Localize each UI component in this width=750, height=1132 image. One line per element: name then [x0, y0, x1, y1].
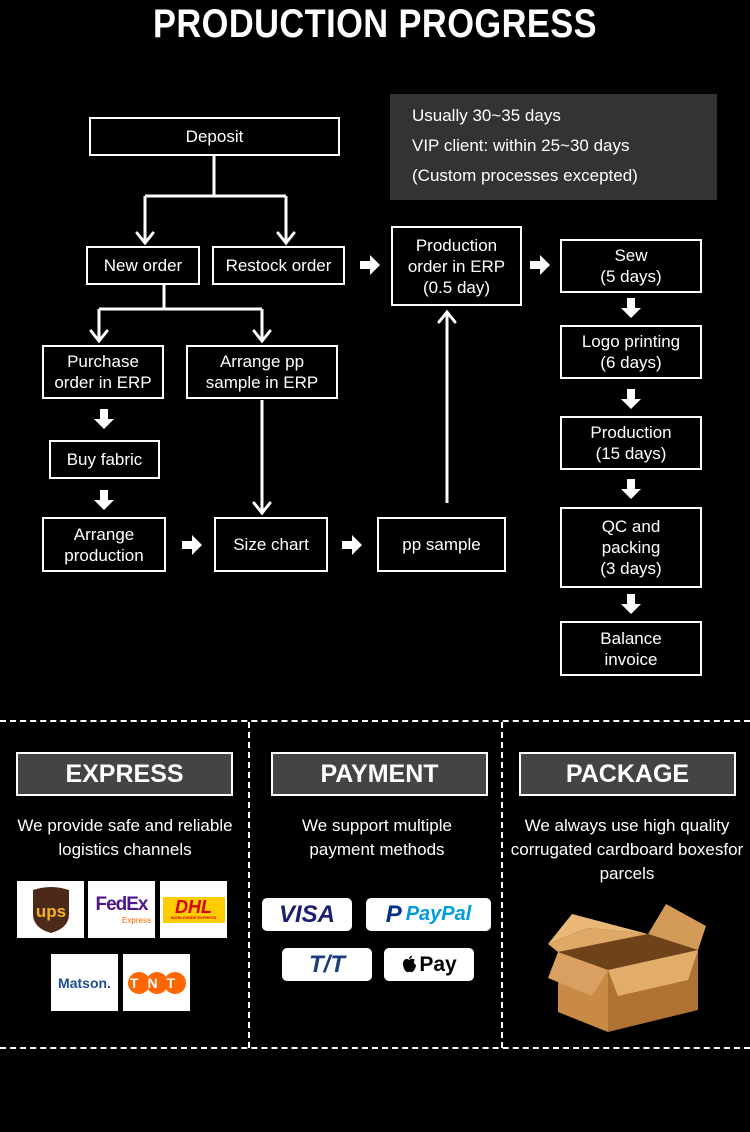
- production-step: Production (15 days): [560, 416, 702, 470]
- express-description: We provide safe and reliable logistics c…: [17, 816, 233, 859]
- new-order-step: New order: [86, 246, 200, 285]
- arrange-production-step: Arrange production: [42, 517, 166, 572]
- arrow-down-icon: [94, 409, 114, 429]
- ups-shield-icon: ups: [32, 886, 69, 933]
- visa-card: VISA: [262, 898, 352, 931]
- arrow-right-icon: [342, 535, 362, 555]
- qc-packing-step: QC and packing (3 days): [560, 507, 702, 588]
- duration-note: Usually 30~35 days VIP client: within 25…: [390, 94, 717, 200]
- arrow-right-icon: [182, 535, 202, 555]
- size-chart-step: Size chart: [214, 517, 328, 572]
- payment-heading: PAYMENT: [271, 752, 488, 796]
- arrange-pp-sample-step: Arrange pp sample in ERP: [186, 345, 338, 399]
- note-line-usual: Usually 30~35 days: [412, 106, 561, 125]
- note-line-vip: VIP client: within 25~30 days: [412, 136, 630, 155]
- flow-connectors: [89, 156, 641, 614]
- arrow-down-icon: [621, 389, 641, 409]
- paypal-icon: P: [385, 900, 402, 928]
- sew-step: Sew (5 days): [560, 239, 702, 293]
- arrowhead-arrange-pp: [252, 329, 272, 344]
- arrow-right-icon: [530, 255, 550, 275]
- apple-icon: [403, 955, 417, 973]
- arrow-right-icon: [360, 255, 380, 275]
- package-heading: PACKAGE: [519, 752, 736, 796]
- arrowhead-size-chart: [252, 501, 272, 516]
- arrowhead-new-order: [135, 231, 155, 246]
- ups-logo: ups: [17, 881, 84, 938]
- section-divider-top: [0, 720, 750, 722]
- svg-text:ups: ups: [35, 902, 65, 921]
- section-divider-left: [248, 722, 250, 1048]
- purchase-order-step: Purchase order in ERP: [42, 345, 164, 399]
- connector-deposit: [145, 156, 286, 198]
- balance-invoice-step: Balance invoice: [560, 621, 702, 676]
- arrow-down-icon: [621, 298, 641, 318]
- production-order-step: Production order in ERP (0.5 day): [391, 226, 522, 306]
- fedex-logo: FedEx Express: [88, 881, 155, 938]
- section-divider-bottom: [0, 1047, 750, 1049]
- arrowhead-purchase: [89, 329, 109, 344]
- restock-order-step: Restock order: [212, 246, 345, 285]
- section-divider-right: [501, 722, 503, 1048]
- arrow-down-icon: [621, 594, 641, 614]
- cardboard-box-icon: [548, 904, 706, 1032]
- dhl-logo: DHL WORLDWIDE EXPRESS: [160, 881, 227, 938]
- payment-description: We support multiple payment methods: [302, 816, 452, 859]
- arrowhead-production-order: [437, 309, 457, 324]
- arrow-down-icon: [94, 490, 114, 510]
- deposit-step: Deposit: [89, 117, 340, 156]
- paypal-card: P PayPal: [366, 898, 491, 931]
- package-description: We always use high quality corrugated ca…: [510, 816, 744, 883]
- arrow-down-icon: [621, 479, 641, 499]
- arrowhead-restock: [276, 231, 296, 246]
- tt-card: T/T: [282, 948, 372, 981]
- page-title: PRODUCTION PROGRESS: [153, 2, 597, 46]
- tnt-logo: TNT: [123, 954, 190, 1011]
- logo-printing-step: Logo printing (6 days): [560, 325, 702, 379]
- matson-logo: Matson.: [51, 954, 118, 1011]
- svg-text:TNT: TNT: [129, 975, 183, 991]
- buy-fabric-step: Buy fabric: [49, 440, 160, 479]
- note-line-custom: (Custom processes excepted): [412, 166, 638, 185]
- express-heading: EXPRESS: [16, 752, 233, 796]
- apple-pay-card: Pay: [384, 948, 474, 981]
- tnt-circles-icon: TNT: [127, 971, 186, 994]
- connector-new-order: [99, 285, 262, 311]
- pp-sample-step: pp sample: [377, 517, 506, 572]
